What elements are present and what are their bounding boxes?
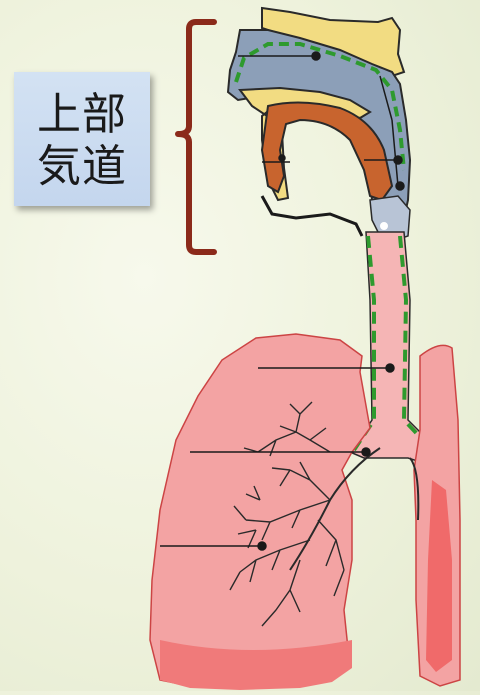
label-line-1: 上部 xyxy=(37,89,127,141)
jaw-outline xyxy=(262,196,362,236)
upper-airway-label: 上部 気道 xyxy=(14,72,150,206)
left-lung xyxy=(150,334,370,688)
label-line-2: 気道 xyxy=(37,141,127,193)
upper-airway-bracket xyxy=(178,22,214,252)
glint xyxy=(380,222,388,230)
